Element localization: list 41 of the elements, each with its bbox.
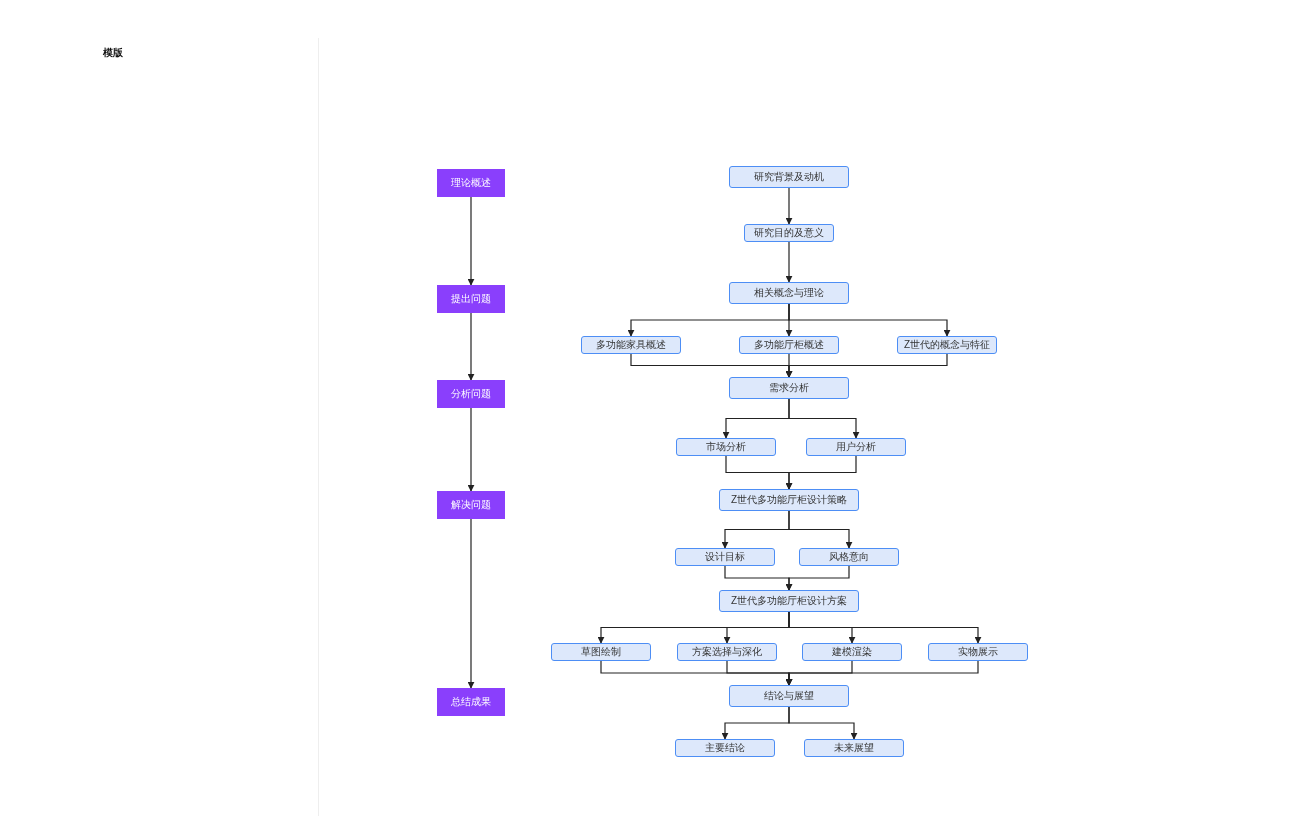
process-box: 相关概念与理论 [729,282,849,304]
arrow [785,353,948,378]
process-box: 用户分析 [806,438,906,456]
process-box: 草图绘制 [551,643,651,661]
process-box: Z世代的概念与特征 [897,336,997,354]
process-box: 多功能厅柜概述 [739,336,839,354]
stage-box: 解决问题 [437,491,505,519]
page-title: 模版 [103,46,123,60]
process-box: 需求分析 [729,377,849,399]
arrow [785,241,793,283]
process-box: 方案选择与深化 [677,643,777,661]
arrow [467,407,475,492]
process-box: 市场分析 [676,438,776,456]
stage-box: 分析问题 [437,380,505,408]
process-box: 研究目的及意义 [744,224,834,242]
process-box: 未来展望 [804,739,904,757]
process-box: 研究背景及动机 [729,166,849,188]
process-box: Z世代多功能厅柜设计策略 [719,489,859,511]
arrow [788,303,951,337]
stage-box: 提出问题 [437,285,505,313]
arrow [788,706,858,740]
stage-box: 理论概述 [437,169,505,197]
process-box: 多功能家具概述 [581,336,681,354]
arrow [788,510,853,549]
arrow [785,565,850,591]
arrow [785,455,857,490]
arrow [788,611,982,644]
process-box: 设计目标 [675,548,775,566]
stage-box: 总结成果 [437,688,505,716]
process-box: 实物展示 [928,643,1028,661]
arrow [467,196,475,286]
process-box: 主要结论 [675,739,775,757]
arrow [785,660,979,686]
process-box: 结论与展望 [729,685,849,707]
process-box: 建模渲染 [802,643,902,661]
arrow [467,518,475,689]
process-box: 风格意向 [799,548,899,566]
arrow [788,398,860,439]
process-box: Z世代多功能厅柜设计方案 [719,590,859,612]
arrow [467,312,475,381]
arrow [785,187,793,225]
